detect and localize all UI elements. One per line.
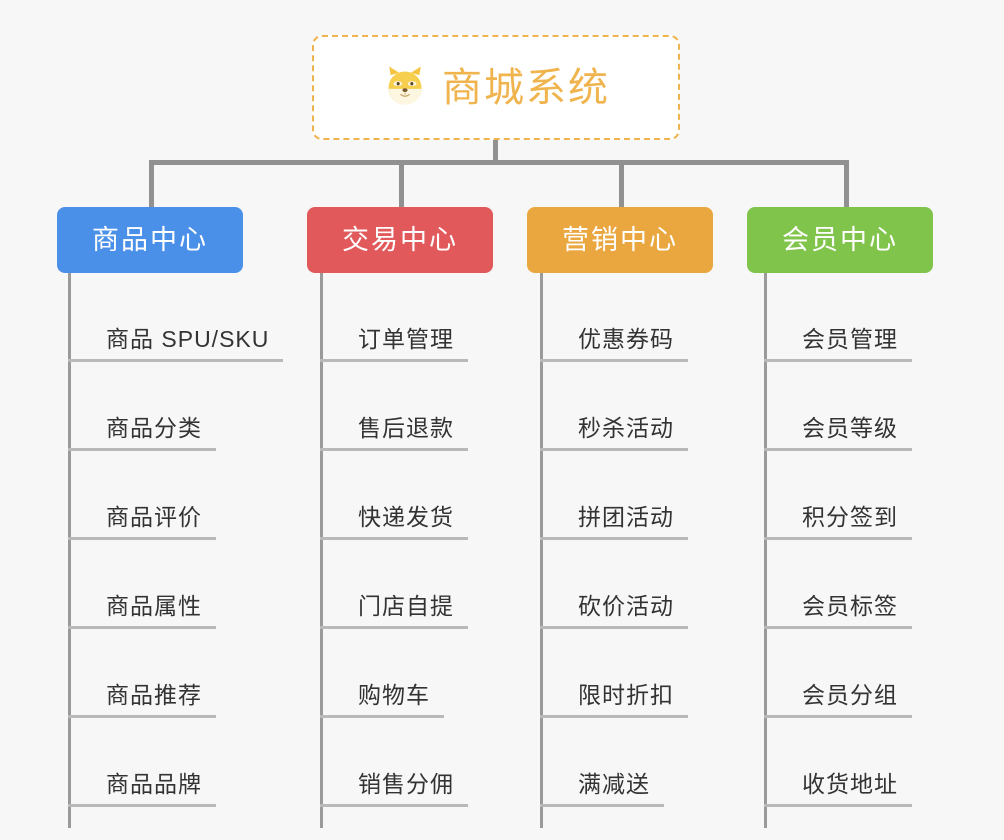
connector-drop-2 xyxy=(399,160,404,208)
leaf-label-3-3: 会员标签 xyxy=(802,593,898,619)
shiba-dog-face-icon xyxy=(382,65,428,111)
leaf-label-0-5: 商品品牌 xyxy=(106,771,202,797)
leaf-label-2-5: 满减送 xyxy=(578,771,650,797)
list-item[interactable]: 秒杀活动 xyxy=(540,362,688,451)
list-item[interactable]: 购物车 xyxy=(320,629,444,718)
category-box-2[interactable]: 营销中心 xyxy=(527,207,713,273)
list-item[interactable]: 商品属性 xyxy=(68,540,216,629)
list-item[interactable]: 门店自提 xyxy=(320,540,468,629)
list-item[interactable]: 商品品牌 xyxy=(68,718,216,807)
leaf-label-2-4: 限时折扣 xyxy=(578,682,674,708)
list-item[interactable]: 会员管理 xyxy=(764,273,912,362)
leaf-label-3-1: 会员等级 xyxy=(802,415,898,441)
list-item[interactable]: 积分签到 xyxy=(764,451,912,540)
list-item[interactable]: 会员分组 xyxy=(764,629,912,718)
category-label-1: 交易中心 xyxy=(342,224,458,255)
leaf-label-0-3: 商品属性 xyxy=(106,593,202,619)
list-item[interactable]: 商品推荐 xyxy=(68,629,216,718)
list-item[interactable]: 会员标签 xyxy=(764,540,912,629)
column-3: 会员管理 会员等级 积分签到 会员标签 会员分组 收货地址 xyxy=(764,273,994,828)
column-spine-1 xyxy=(320,273,323,828)
leaf-label-1-4: 购物车 xyxy=(358,682,430,708)
leaf-label-1-2: 快递发货 xyxy=(358,504,454,530)
leaf-label-1-5: 销售分佣 xyxy=(358,771,454,797)
leaf-label-2-2: 拼团活动 xyxy=(578,504,674,530)
list-item[interactable]: 商品 SPU/SKU xyxy=(68,273,284,362)
category-box-1[interactable]: 交易中心 xyxy=(307,207,493,273)
leaf-label-3-2: 积分签到 xyxy=(802,504,898,530)
leaf-label-2-1: 秒杀活动 xyxy=(578,415,674,441)
connector-drop-3 xyxy=(619,160,624,208)
column-2: 优惠券码 秒杀活动 拼团活动 砍价活动 限时折扣 满减送 xyxy=(540,273,770,828)
list-item[interactable]: 商品分类 xyxy=(68,362,216,451)
leaf-label-3-5: 收货地址 xyxy=(802,771,898,797)
list-item[interactable]: 砍价活动 xyxy=(540,540,688,629)
root-node-mall-system[interactable]: 商城系统 xyxy=(312,35,680,140)
list-item[interactable]: 优惠券码 xyxy=(540,273,688,362)
leaf-label-2-3: 砍价活动 xyxy=(578,593,674,619)
column-1: 订单管理 售后退款 快递发货 门店自提 购物车 销售分佣 xyxy=(320,273,550,828)
root-node-title: 商城系统 xyxy=(442,65,610,110)
column-spine-2 xyxy=(540,273,543,828)
list-item[interactable]: 订单管理 xyxy=(320,273,468,362)
column-spine-0 xyxy=(68,273,71,828)
leaf-label-0-1: 商品分类 xyxy=(106,415,202,441)
list-item[interactable]: 商品评价 xyxy=(68,451,216,540)
category-label-0: 商品中心 xyxy=(92,224,208,255)
list-item[interactable]: 收货地址 xyxy=(764,718,912,807)
leaf-label-1-0: 订单管理 xyxy=(358,326,454,352)
leaf-label-1-1: 售后退款 xyxy=(358,415,454,441)
leaf-label-0-2: 商品评价 xyxy=(106,504,202,530)
leaf-label-0-0: 商品 SPU/SKU xyxy=(106,326,270,352)
column-0: 商品 SPU/SKU 商品分类 商品评价 商品属性 商品推荐 商品品牌 xyxy=(68,273,298,828)
category-box-3[interactable]: 会员中心 xyxy=(747,207,933,273)
list-item[interactable]: 会员等级 xyxy=(764,362,912,451)
leaf-label-0-4: 商品推荐 xyxy=(106,682,202,708)
list-item[interactable]: 满减送 xyxy=(540,718,664,807)
category-label-2: 营销中心 xyxy=(562,224,678,255)
connector-drop-4 xyxy=(844,160,849,208)
column-spine-3 xyxy=(764,273,767,828)
category-label-3: 会员中心 xyxy=(782,224,898,255)
leaf-label-2-0: 优惠券码 xyxy=(578,326,674,352)
connector-stem xyxy=(493,140,498,163)
connector-drop-1 xyxy=(149,160,154,208)
list-item[interactable]: 拼团活动 xyxy=(540,451,688,540)
leaf-label-3-0: 会员管理 xyxy=(802,326,898,352)
list-item[interactable]: 售后退款 xyxy=(320,362,468,451)
leaf-label-1-3: 门店自提 xyxy=(358,593,454,619)
list-item[interactable]: 快递发货 xyxy=(320,451,468,540)
list-item[interactable]: 销售分佣 xyxy=(320,718,468,807)
category-box-0[interactable]: 商品中心 xyxy=(57,207,243,273)
connector-horizontal-bar xyxy=(149,160,849,165)
leaf-label-3-4: 会员分组 xyxy=(802,682,898,708)
list-item[interactable]: 限时折扣 xyxy=(540,629,688,718)
